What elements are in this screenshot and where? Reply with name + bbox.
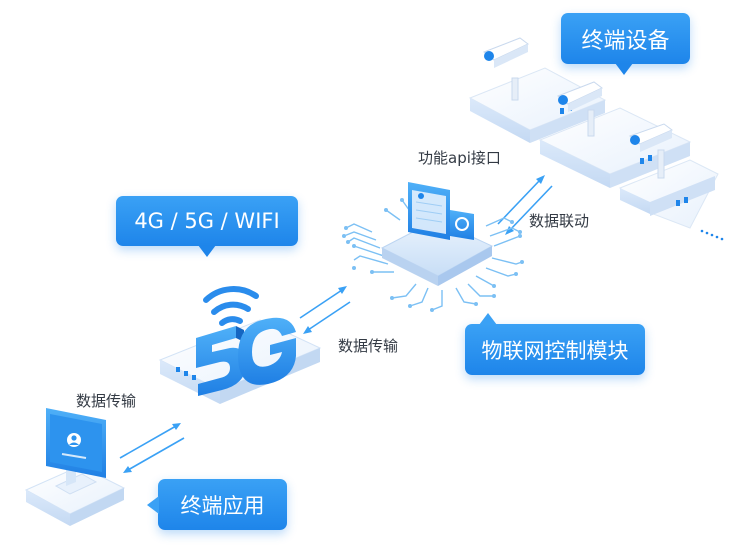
camera-device-icon xyxy=(468,37,724,241)
bidirectional-arrow-icon xyxy=(299,286,351,334)
network-type-callout: 4G / 5G / WIFI xyxy=(116,196,298,257)
data-transfer-label-lower: 数据传输 xyxy=(76,392,137,410)
bidirectional-arrow-icon xyxy=(497,175,553,235)
api-interface-label: 功能api接口 xyxy=(418,149,501,167)
data-transfer-label-upper: 数据传输 xyxy=(338,337,399,355)
chip-icon xyxy=(342,182,524,312)
monitor-icon xyxy=(24,408,126,526)
iot-module-callout: 物联网控制模块 xyxy=(465,313,645,375)
wifi-signal-icon xyxy=(203,286,259,326)
5g-icon xyxy=(158,286,322,404)
terminal-device-callout: 终端设备 xyxy=(561,13,690,75)
data-linkage-label: 数据联动 xyxy=(529,212,590,230)
bidirectional-arrow-icon xyxy=(119,423,185,473)
terminal-app-callout: 终端应用 xyxy=(147,479,287,530)
